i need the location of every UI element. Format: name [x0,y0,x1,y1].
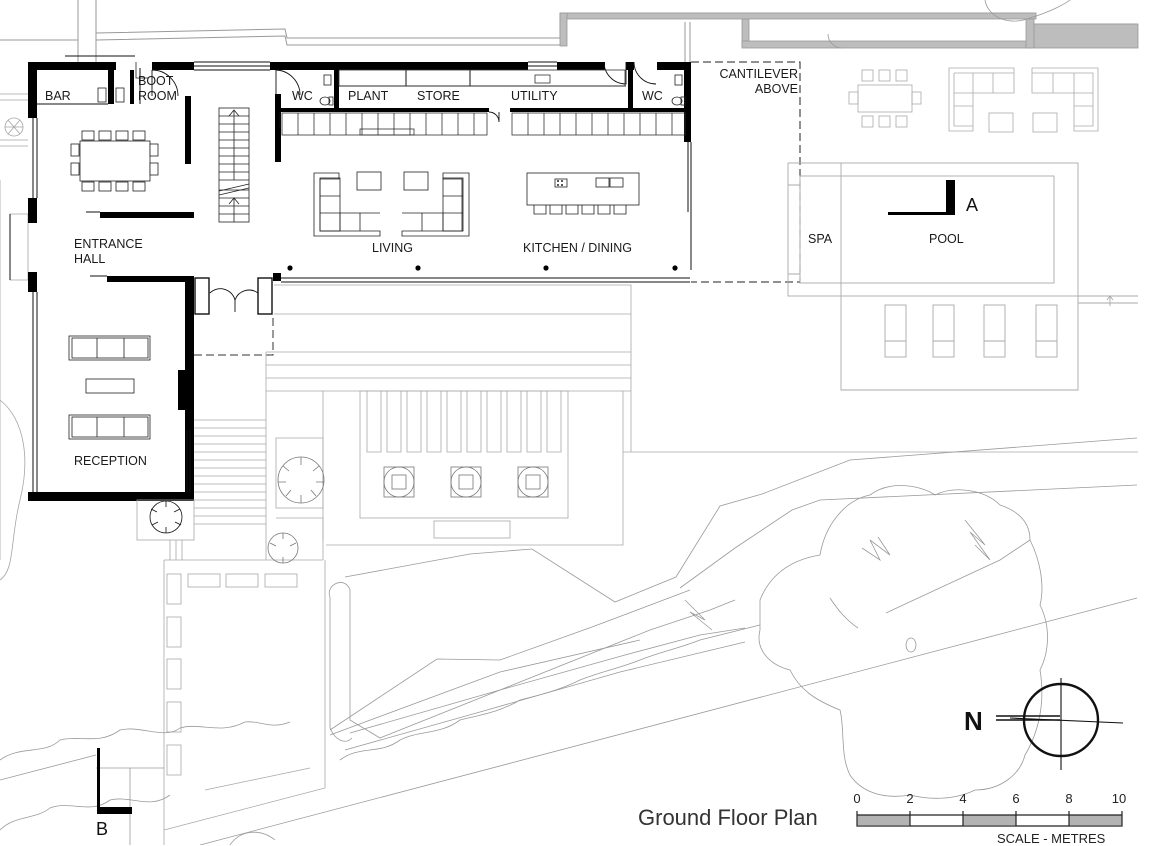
room-label-living: LIVING [372,241,413,255]
room-label-bar: BAR [45,89,71,103]
terrace-landscape [136,284,1138,845]
planter-trees [149,456,549,564]
room-label-reception: RECEPTION [74,454,147,468]
pool-area [787,162,1138,391]
terrace-furniture [848,67,1099,133]
room-label-pool: POOL [929,232,964,246]
living-sofas [313,171,470,237]
scale-caption: SCALE - METRES [997,831,1106,846]
scale-tick-0: 0 [853,791,861,806]
hall-dining-table [70,130,159,192]
kitchen-island [526,172,640,215]
room-label-boot-room-line2: ROOM [138,89,177,103]
room-label-plant: PLANT [348,89,389,103]
scale-tick-6: 6 [1012,791,1020,806]
section-a-marker [888,180,955,215]
cantilever-label-line1: CANTILEVER [719,67,799,81]
north-arrow [996,678,1124,770]
room-label-wc-2: WC [642,89,663,103]
cantilever-label-line2: ABOVE [754,82,798,96]
room-label-utility: UTILITY [511,89,558,103]
drawing-title: Ground Floor Plan [638,805,818,830]
room-label-entrance-hall-line1: ENTRANCE [74,237,143,251]
scale-bar [856,811,1123,827]
room-label-store: STORE [417,89,460,103]
boundary-wall-grey [559,12,1139,49]
reception-furniture [68,335,151,440]
scale-tick-10: 10 [1111,791,1127,806]
garden-landscape [0,437,1138,845]
scale-tick-8: 8 [1065,791,1073,806]
structural-columns [287,265,678,271]
north-label: N [964,706,983,736]
cantilever-outline [691,61,801,283]
stairs [218,107,250,223]
terrace-planter-pots [383,466,549,498]
cabinet-run [281,69,686,136]
room-label-entrance-hall-line2: HALL [74,252,106,266]
site-boundary [0,0,691,70]
left-landscape [0,93,29,581]
room-label-wc-1: WC [292,89,313,103]
room-label-boot-room-line1: BOOT [138,74,174,88]
section-a-label: A [966,195,979,215]
room-label-kitchen-dining: KITCHEN / DINING [523,241,633,255]
scale-tick-4: 4 [959,791,967,806]
section-b-marker [97,748,132,814]
door-swings [151,61,657,312]
scale-tick-2: 2 [906,791,914,806]
interior-thin-lines [9,55,692,492]
room-label-spa: SPA [808,232,833,246]
section-b-label: B [96,819,109,839]
entrance-piers [194,277,273,315]
tree-top-right [984,0,1071,22]
porch-outline [194,314,274,356]
wc-fixtures [97,62,686,106]
exterior-walls [28,62,691,501]
